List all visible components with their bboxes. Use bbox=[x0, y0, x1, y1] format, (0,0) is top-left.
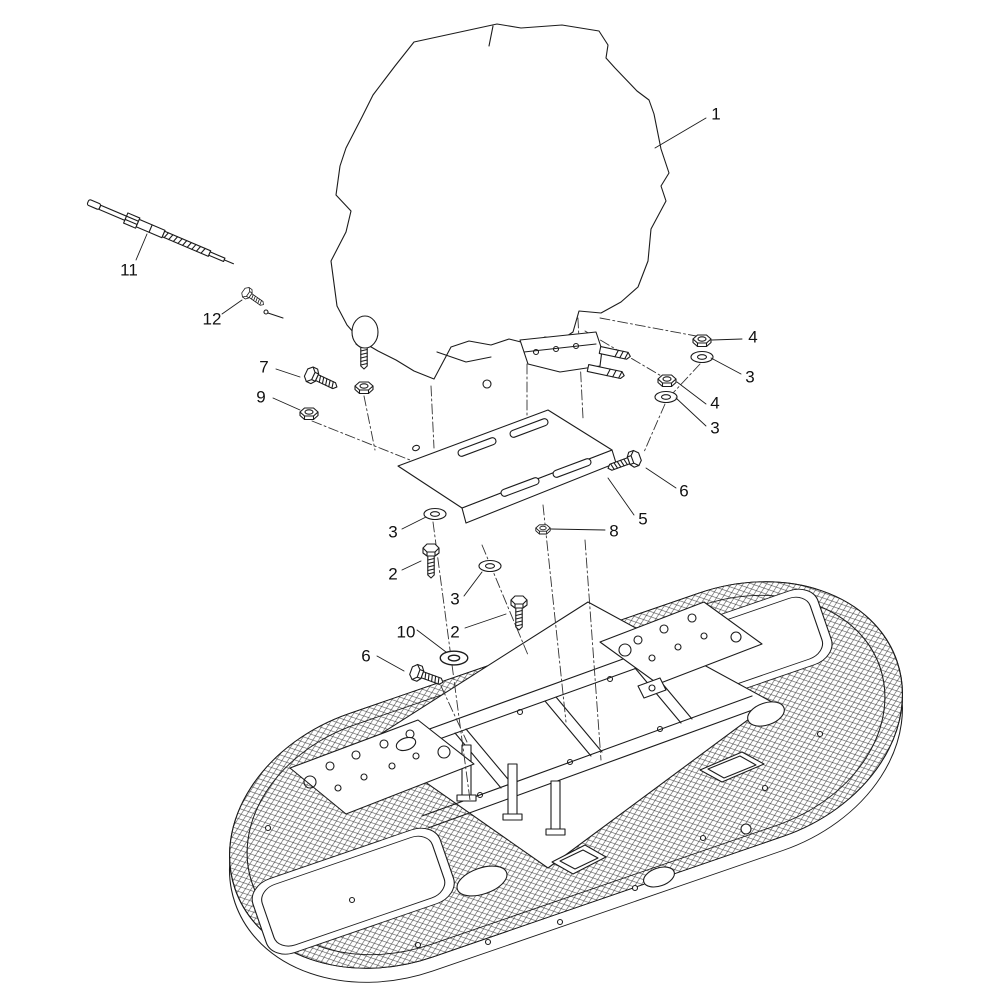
nut-8 bbox=[535, 524, 551, 535]
washer-3-lower-right bbox=[654, 390, 678, 404]
nut-above-plate bbox=[354, 381, 374, 395]
engine-stud-upper bbox=[598, 346, 631, 360]
engine bbox=[330, 23, 670, 389]
callout-4-upper: 4 bbox=[748, 327, 758, 347]
deck-bracket bbox=[637, 677, 667, 699]
nut-9 bbox=[299, 407, 319, 421]
bolt-2-mid bbox=[510, 595, 528, 631]
callout-2-mid: 2 bbox=[450, 622, 460, 642]
callout-8: 8 bbox=[609, 521, 619, 541]
callout-5: 5 bbox=[638, 509, 648, 529]
engine-bracket bbox=[519, 331, 631, 380]
callout-1: 1 bbox=[711, 104, 721, 124]
washer-3-mid bbox=[478, 559, 502, 573]
bolt-2-left bbox=[422, 543, 440, 579]
deck-holes bbox=[264, 701, 824, 949]
callout-6-left: 6 bbox=[361, 646, 371, 666]
bolt-12 bbox=[239, 285, 284, 319]
callout-4-lower: 4 bbox=[710, 393, 720, 413]
throttle-cable bbox=[86, 199, 234, 265]
leader-lines bbox=[135, 117, 743, 672]
deck-mount-pad-right bbox=[599, 601, 763, 685]
nut-4-lower bbox=[657, 374, 677, 388]
bolt-7 bbox=[302, 364, 341, 395]
callout-12: 12 bbox=[202, 309, 222, 329]
callout-3-mid: 3 bbox=[450, 589, 460, 609]
deck-platform bbox=[228, 581, 903, 983]
engine-stud-lower bbox=[586, 364, 625, 380]
callout-9: 9 bbox=[256, 387, 266, 407]
callout-3-left: 3 bbox=[388, 522, 398, 542]
callout-3-lower-right: 3 bbox=[710, 418, 720, 438]
washer-10 bbox=[439, 650, 469, 666]
washer-3-upper-right bbox=[690, 350, 714, 364]
nut-4-upper bbox=[692, 334, 712, 348]
fasteners bbox=[239, 285, 714, 691]
mounting-plate bbox=[397, 409, 617, 524]
washer-3-left bbox=[423, 507, 447, 521]
callout-2-left: 2 bbox=[388, 564, 398, 584]
callout-7: 7 bbox=[259, 357, 269, 377]
callout-11: 11 bbox=[120, 260, 138, 280]
callout-10: 10 bbox=[396, 622, 416, 642]
deck-mount-pad-left bbox=[289, 719, 475, 815]
callout-3-upper-right: 3 bbox=[745, 367, 755, 387]
callout-6-right: 6 bbox=[679, 481, 689, 501]
deck-panel-left bbox=[251, 827, 455, 955]
